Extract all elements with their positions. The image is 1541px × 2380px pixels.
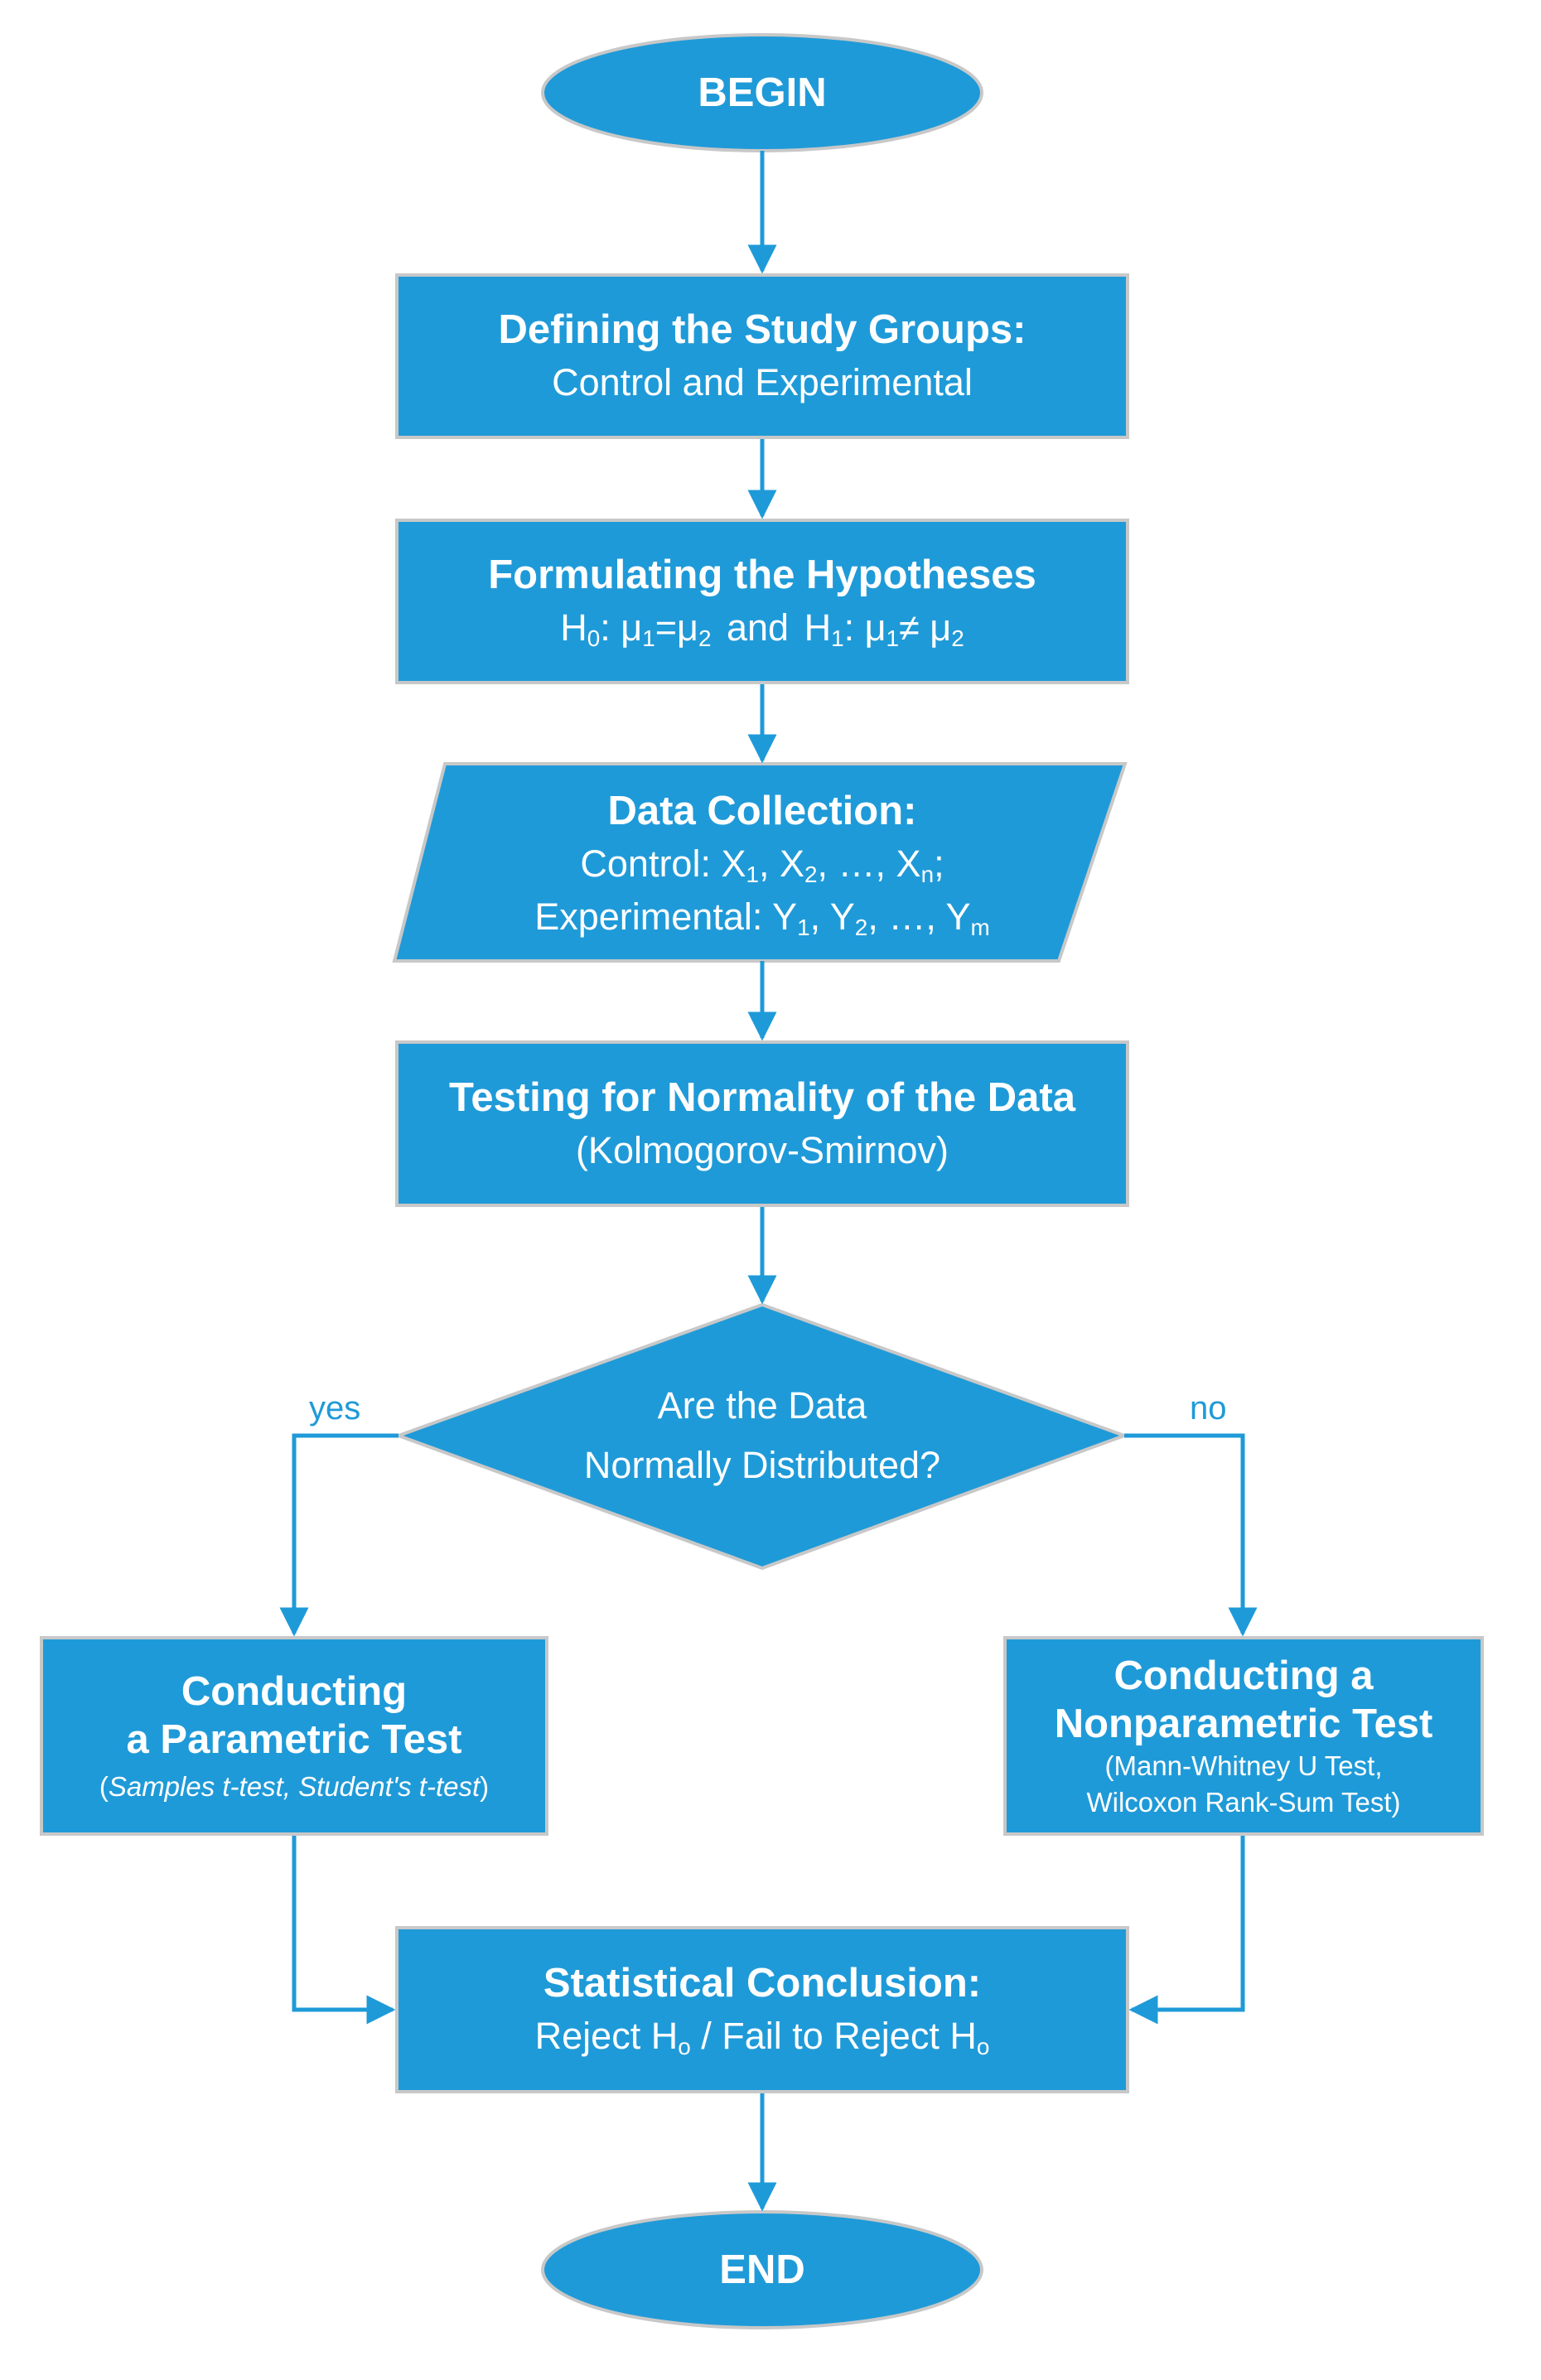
parametric-note-italic: Samples t-test, Student's t-test: [108, 1770, 481, 1802]
hypotheses-title: Formulating the Hypotheses: [488, 553, 1036, 597]
arrow-no-branch: [1124, 1433, 1258, 1637]
end-terminal: [541, 2210, 983, 2329]
decision-diamond: [394, 1302, 1129, 1571]
parametric-note: (Samples t-test, Student's t-test): [99, 1770, 490, 1802]
conclusion-options: Reject Ho / Fail to Reject Ho: [534, 2015, 990, 2059]
nonparametric-note-line1: (Mann-Whitney U Test,: [1104, 1750, 1383, 1781]
h1-label: H: [804, 606, 832, 649]
begin-label: BEGIN: [543, 35, 982, 151]
nonparametric-title-line2: Nonparametric Test: [1054, 1701, 1433, 1746]
h0-sep: : μ: [600, 606, 643, 649]
h1-neq: ≠ μ: [899, 606, 952, 649]
groups-subtitle: Control and Experimental: [552, 361, 973, 403]
begin-text: BEGIN: [698, 70, 827, 115]
h0-mu1-sub: 1: [642, 625, 655, 651]
h1-sep: : μ: [843, 606, 886, 649]
h0-mu2-sub: 2: [698, 625, 712, 651]
h1-mu1-sub: 1: [886, 625, 900, 651]
data-collection-experimental: Experimental: Y1, Y2, …, Ym: [534, 895, 990, 940]
data-collection-parallelogram: [392, 762, 1128, 963]
h0-label: H: [560, 606, 587, 649]
parametric-box: Conducting a Parametric Test (Samples t-…: [40, 1636, 548, 1836]
hypotheses-box: Formulating the Hypotheses H0: μ1=μ2 and…: [395, 519, 1129, 684]
h1-sub: 1: [831, 625, 844, 651]
arrow-parametric-to-conclusion: [292, 1836, 396, 2025]
data-collection-control: Control: X1, X2, …, Xn;: [580, 842, 944, 887]
decision-line2: Normally Distributed?: [583, 1444, 941, 1486]
decision-line1: Are the Data: [657, 1384, 867, 1427]
decision-text: Are the Data Normally Distributed?: [464, 1354, 1060, 1517]
no-label: no: [1190, 1390, 1227, 1427]
yes-label: yes: [309, 1390, 361, 1427]
conclusion-box: Statistical Conclusion: Reject Ho / Fail…: [395, 1926, 1129, 2093]
conclusion-title: Statistical Conclusion:: [543, 1961, 982, 2006]
groups-title: Defining the Study Groups:: [498, 307, 1027, 352]
hypotheses-formula: H0: μ1=μ2 and H1: μ1≠ μ2: [560, 601, 964, 654]
normality-box: Testing for Normality of the Data (Kolmo…: [395, 1040, 1129, 1207]
groups-box: Defining the Study Groups: Control and E…: [395, 273, 1129, 439]
data-collection-title: Data Collection:: [607, 788, 917, 833]
nonparametric-title-line1: Conducting a: [1113, 1653, 1374, 1698]
parametric-title-line2: a Parametric Test: [126, 1716, 462, 1762]
parametric-title-line1: Conducting: [181, 1668, 408, 1714]
h0-sub: 0: [587, 625, 601, 651]
h1-mu2-sub: 2: [951, 625, 964, 651]
nonparametric-box: Conducting a Nonparametric Test (Mann-Wh…: [1003, 1636, 1484, 1836]
arrow-nonparametric-to-conclusion: [1128, 1836, 1245, 2025]
end-label: END: [543, 2212, 982, 2328]
normality-subtitle: (Kolmogorov-Smirnov): [575, 1128, 949, 1171]
hypotheses-and: and: [716, 606, 799, 649]
data-collection-text: Data Collection: Control: X1, X2, …, Xn;…: [439, 766, 1085, 961]
end-text: END: [719, 2247, 805, 2292]
normality-title: Testing for Normality of the Data: [449, 1074, 1075, 1120]
arrow-yes-branch: [279, 1433, 399, 1637]
nonparametric-note-line2: Wilcoxon Rank-Sum Test): [1086, 1786, 1401, 1818]
h0-eq: =μ: [655, 606, 698, 649]
